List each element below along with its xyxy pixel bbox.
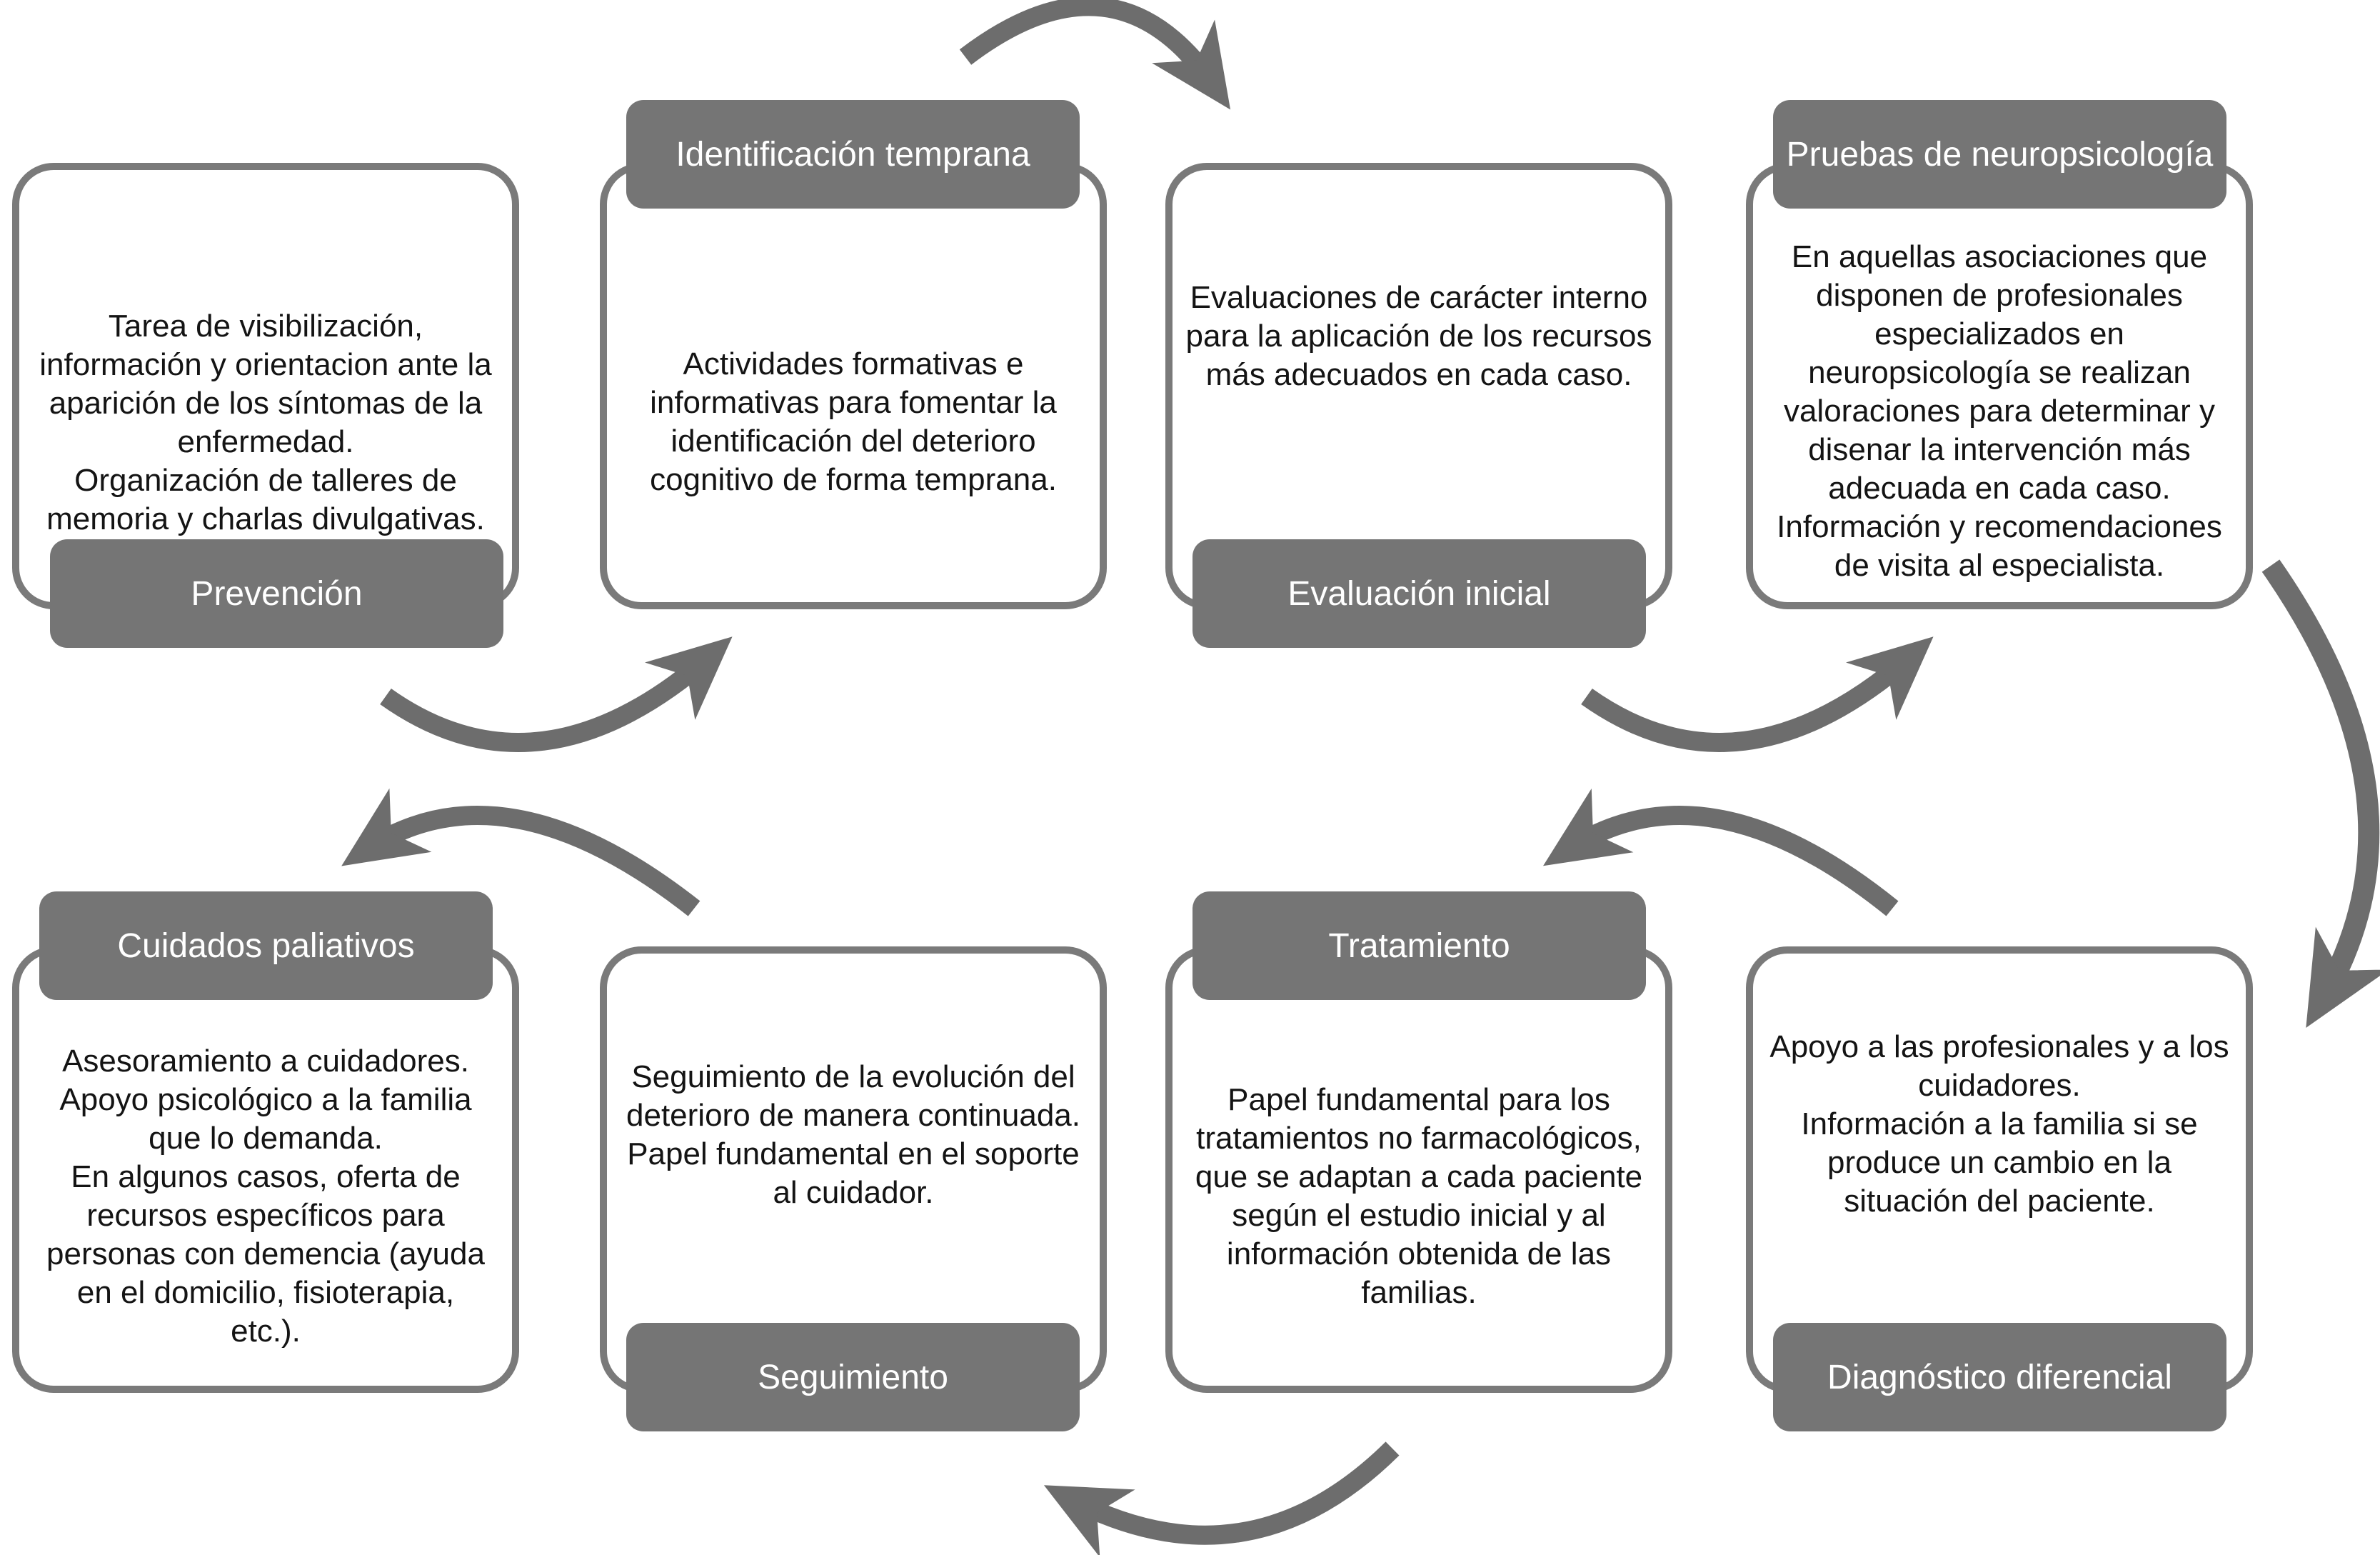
stage-body-tratamiento: Papel fundamental para los tratamientos … [1195,1082,1643,1310]
stage-box-pruebas-neuropsicologia: En aquellas asociaciones que disponen de… [1746,163,2253,609]
arrow-evaluacion-to-pruebas [1581,636,1934,752]
stage-body-seguimiento: Seguimiento de la evolución del deterior… [626,1059,1080,1210]
stage-box-diagnostico-diferencial: Apoyo a las profesionales y a los cuidad… [1746,946,2253,1393]
arrow-prevencion-to-identificacion [380,636,733,752]
stage-body-identificacion-temprana: Actividades formativas e informativas pa… [650,346,1057,497]
arrow-pruebas-to-diagnostico [2261,559,2380,1029]
stage-box-prevencion: Tarea de visibilización, información y o… [12,163,519,609]
arrow-identificacion-to-evaluacion [959,0,1231,110]
stage-tab-prevencion: Prevención [50,539,503,648]
stage-box-tratamiento: Papel fundamental para los tratamientos … [1165,946,1672,1393]
stage-body-prevencion: Tarea de visibilización, información y o… [39,308,492,536]
stage-body-cuidados-paliativos: Asesoramiento a cuidadores. Apoyo psicol… [46,1044,485,1349]
stage-body-diagnostico-diferencial: Apoyo a las profesionales y a los cuidad… [1769,1029,2229,1219]
stage-body-evaluacion-inicial: Evaluaciones de carácter interno para la… [1185,279,1652,392]
stage-tab-tratamiento: Tratamiento [1192,891,1646,1000]
arrow-tratamiento-to-seguimiento [1043,1441,1400,1555]
stage-body-pruebas-neuropsicologia: En aquellas asociaciones que disponen de… [1777,239,2222,583]
stage-tab-pruebas-neuropsicologia: Pruebas de neuropsicología [1773,100,2226,209]
stage-tab-cuidados-paliativos: Cuidados paliativos [39,891,493,1000]
stage-box-seguimiento: Seguimiento de la evolución del deterior… [600,946,1107,1393]
stage-tab-identificacion-temprana: Identificación temprana [626,100,1080,209]
stage-tab-diagnostico-diferencial: Diagnóstico diferencial [1773,1323,2226,1431]
stage-box-identificacion-temprana: Actividades formativas e informativas pa… [600,163,1107,609]
stage-box-evaluacion-inicial: Evaluaciones de carácter interno para la… [1165,163,1672,609]
stage-tab-seguimiento: Seguimiento [626,1323,1080,1431]
stage-box-cuidados-paliativos: Asesoramiento a cuidadores. Apoyo psicol… [12,946,519,1393]
stage-tab-evaluacion-inicial: Evaluación inicial [1192,539,1646,648]
